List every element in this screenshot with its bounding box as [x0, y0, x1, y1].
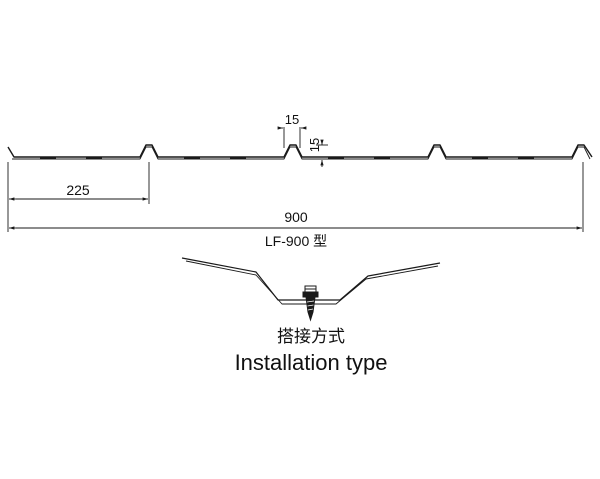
rib-height-label: 15 [307, 138, 322, 152]
installation-label-en: Installation type [235, 350, 388, 375]
overall-width-dimension [7, 162, 584, 232]
self-drilling-screw-icon [302, 285, 319, 322]
rib-width-label: 15 [285, 112, 299, 127]
fastener [302, 285, 319, 322]
rib-width-dimension [277, 126, 307, 148]
pitch-label: 225 [66, 182, 90, 198]
rib-height-dimension [316, 139, 328, 167]
installation-label-cn: 搭接方式 [277, 327, 345, 346]
pitch-dimension [7, 162, 150, 204]
model-label: LF-900 型 [265, 233, 327, 249]
overall-width-label: 900 [284, 209, 308, 225]
sheet-profile [7, 144, 593, 160]
